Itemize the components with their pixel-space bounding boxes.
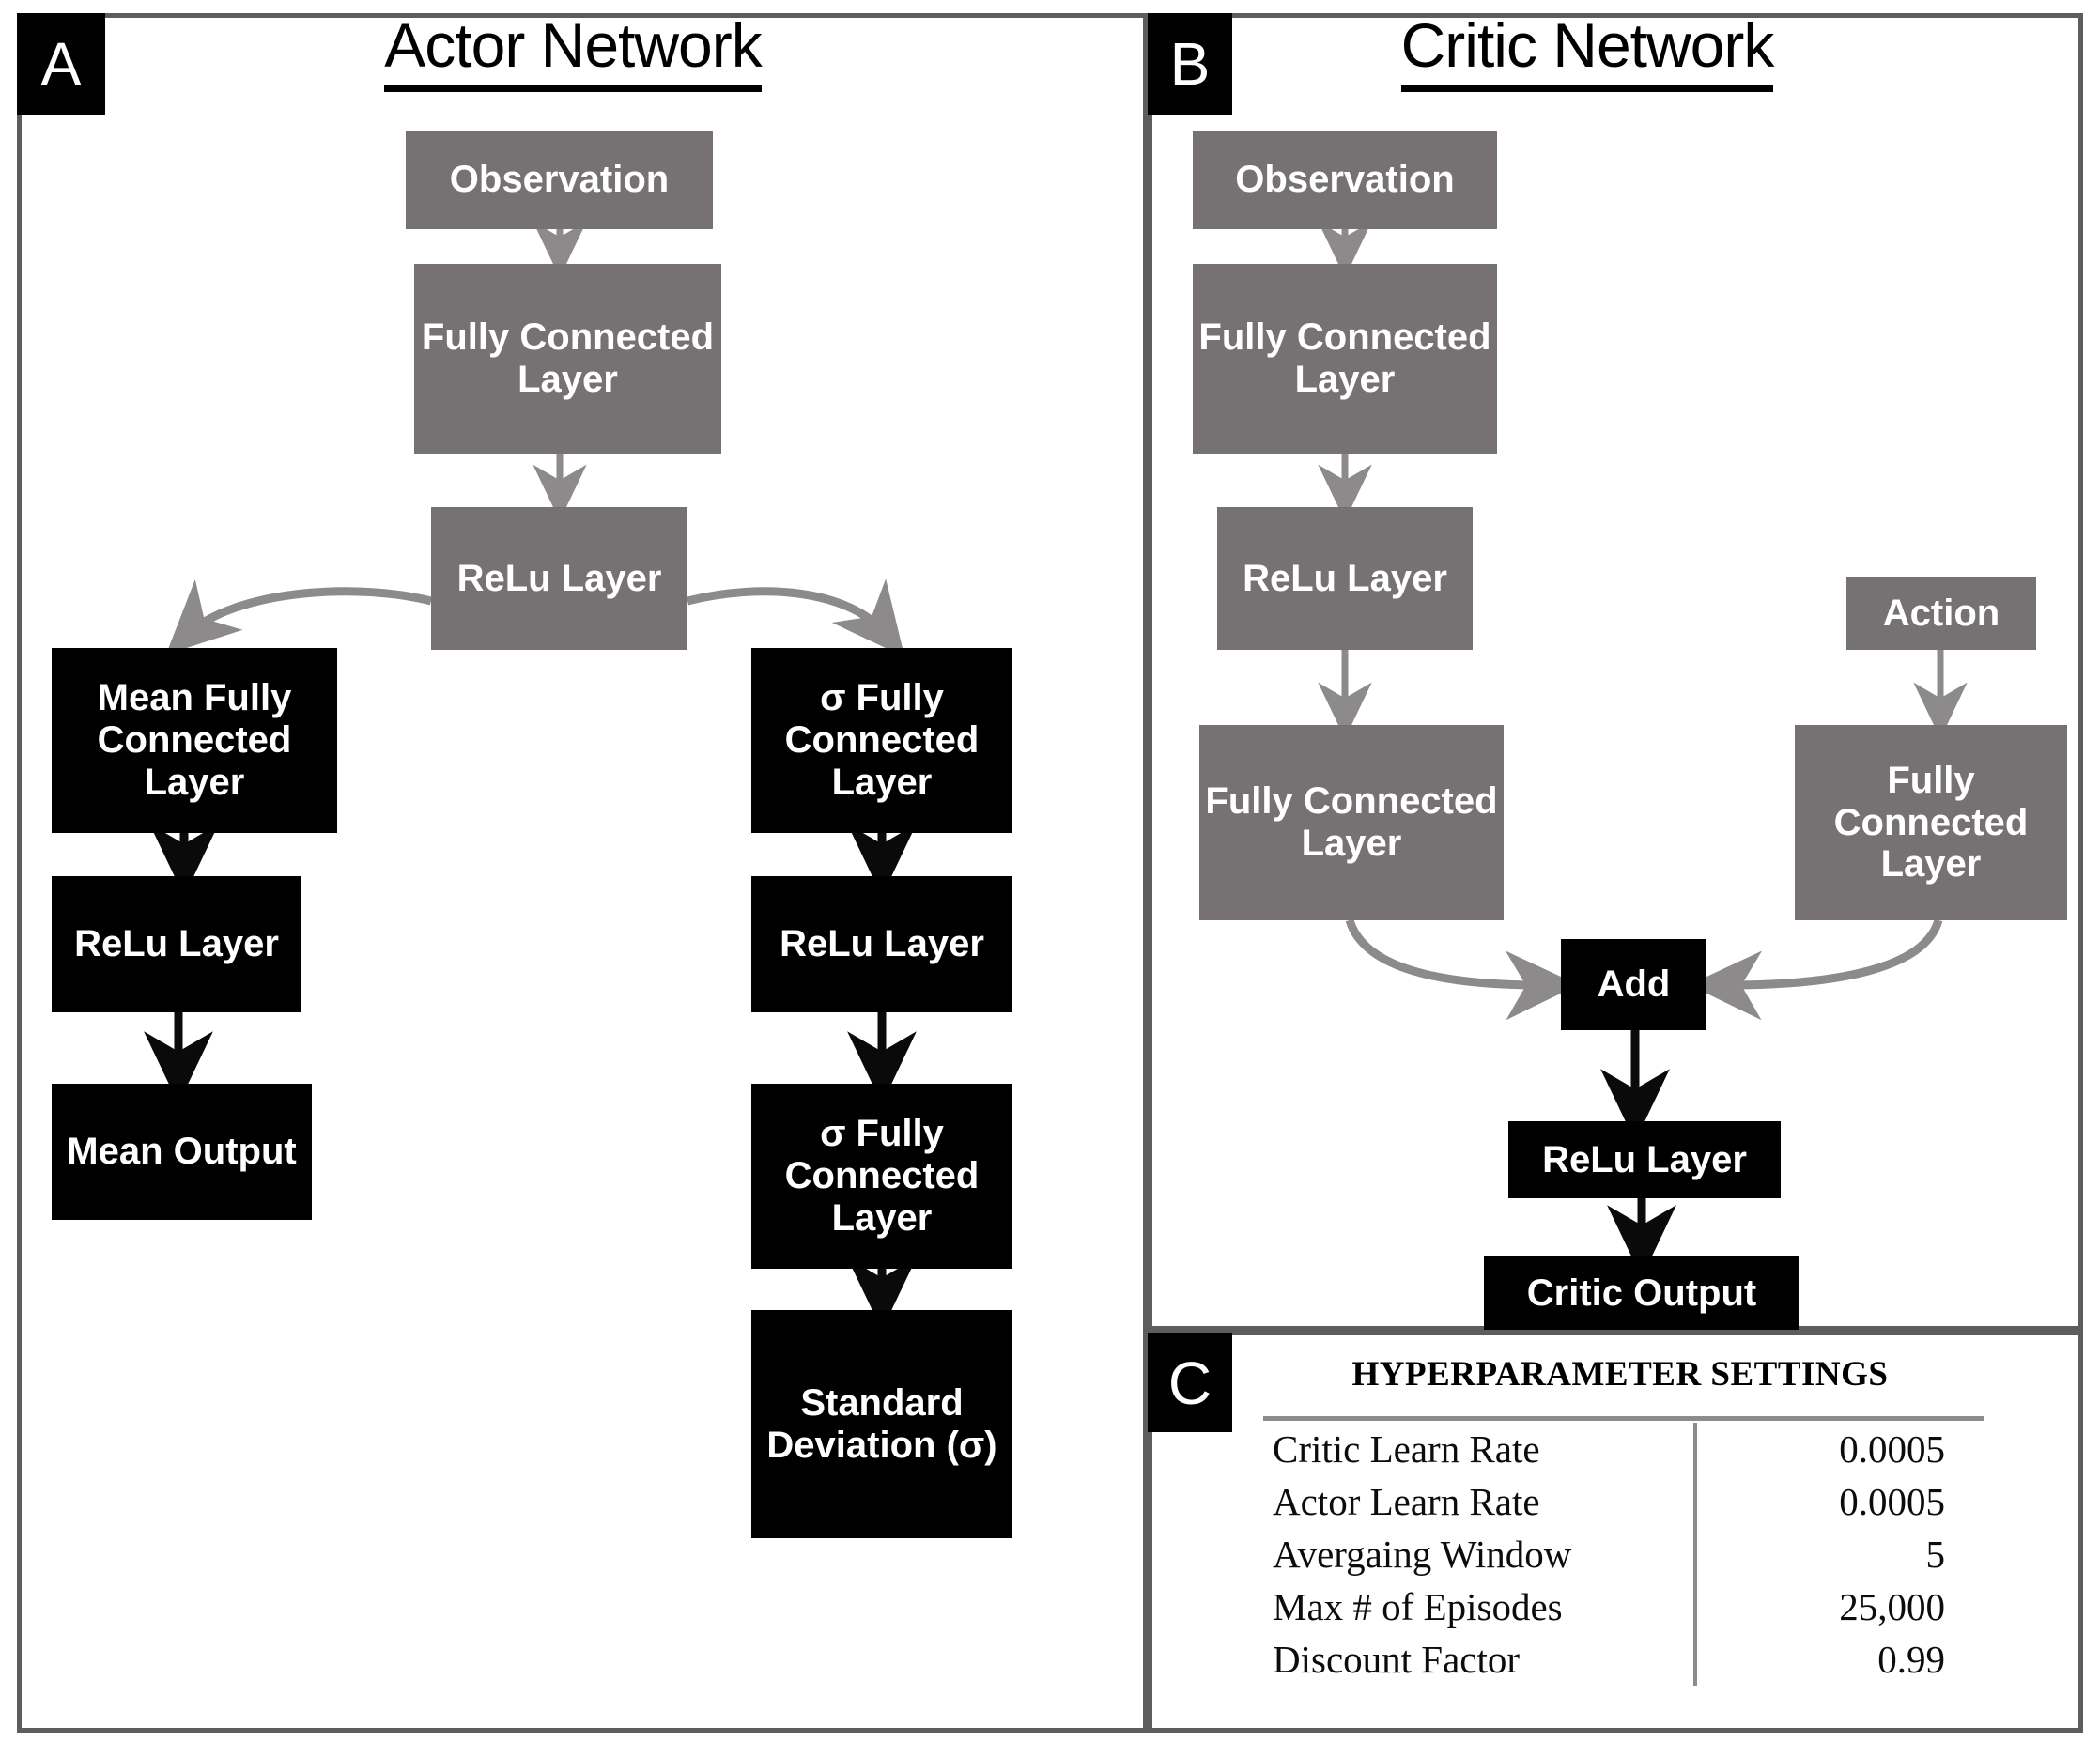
- hyperparameter-name: Max # of Episodes: [1273, 1585, 1563, 1628]
- panel-label-c: C: [1148, 1333, 1232, 1432]
- actor-node-sigma-fully-connected-2: σ Fully Connected Layer: [751, 1084, 1012, 1269]
- critic-node-relu-1: ReLu Layer: [1217, 507, 1473, 650]
- actor-node-mean-fully-connected: Mean Fully Connected Layer: [52, 648, 337, 833]
- hyperparameter-name: Avergaing Window: [1273, 1533, 1572, 1576]
- actor-node-fully-connected-1: Fully Connected Layer: [414, 264, 721, 454]
- actor-node-relu-1: ReLu Layer: [431, 507, 687, 650]
- critic-node-observation: Observation: [1193, 131, 1497, 229]
- critic-node-critic-output: Critic Output: [1484, 1256, 1799, 1330]
- panel-label-b: B: [1148, 13, 1232, 115]
- critic-node-fully-connected-2: Fully Connected Layer: [1199, 725, 1504, 920]
- critic-node-action: Action: [1846, 577, 2036, 650]
- critic-node-add: Add: [1561, 939, 1706, 1030]
- table-row: Discount Factor 0.99: [1263, 1633, 1984, 1686]
- table-row: Critic Learn Rate 0.0005: [1263, 1423, 1984, 1475]
- critic-node-fully-connected-3: Fully Connected Layer: [1795, 725, 2067, 920]
- hyperparameter-value: 5: [1693, 1528, 1984, 1580]
- actor-node-mean-output: Mean Output: [52, 1084, 312, 1220]
- hyperparameter-table-title: HYPERPARAMETER SETTINGS: [1351, 1355, 1889, 1394]
- hyperparameter-value: 25,000: [1693, 1580, 1984, 1633]
- critic-node-fully-connected-1: Fully Connected Layer: [1193, 264, 1497, 454]
- table-row: Max # of Episodes 25,000: [1263, 1580, 1984, 1633]
- actor-title-text: Actor Network: [384, 10, 763, 92]
- critic-network-title: Critic Network: [1287, 9, 1888, 92]
- hyperparameter-value: 0.0005: [1693, 1475, 1984, 1528]
- hyperparameter-name: Critic Learn Rate: [1273, 1427, 1540, 1471]
- actor-network-title: Actor Network: [282, 9, 864, 92]
- actor-node-sigma-relu: ReLu Layer: [751, 876, 1012, 1012]
- hyperparameter-value: 0.0005: [1693, 1423, 1984, 1475]
- hyperparameter-value: 0.99: [1693, 1633, 1984, 1686]
- actor-node-sigma-fully-connected-1: σ Fully Connected Layer: [751, 648, 1012, 833]
- table-row: Avergaing Window 5: [1263, 1528, 1984, 1580]
- table-row: Actor Learn Rate 0.0005: [1263, 1475, 1984, 1528]
- actor-node-mean-relu: ReLu Layer: [52, 876, 301, 1012]
- hyperparameter-name: Actor Learn Rate: [1273, 1480, 1540, 1523]
- hyperparameter-name: Discount Factor: [1273, 1638, 1521, 1681]
- panel-label-a: A: [17, 13, 105, 115]
- table-top-rule: [1263, 1416, 1984, 1423]
- actor-node-standard-deviation-output: Standard Deviation (σ): [751, 1310, 1012, 1538]
- critic-node-relu-2: ReLu Layer: [1508, 1121, 1781, 1198]
- critic-title-text: Critic Network: [1400, 10, 1774, 92]
- actor-node-observation: Observation: [406, 131, 713, 229]
